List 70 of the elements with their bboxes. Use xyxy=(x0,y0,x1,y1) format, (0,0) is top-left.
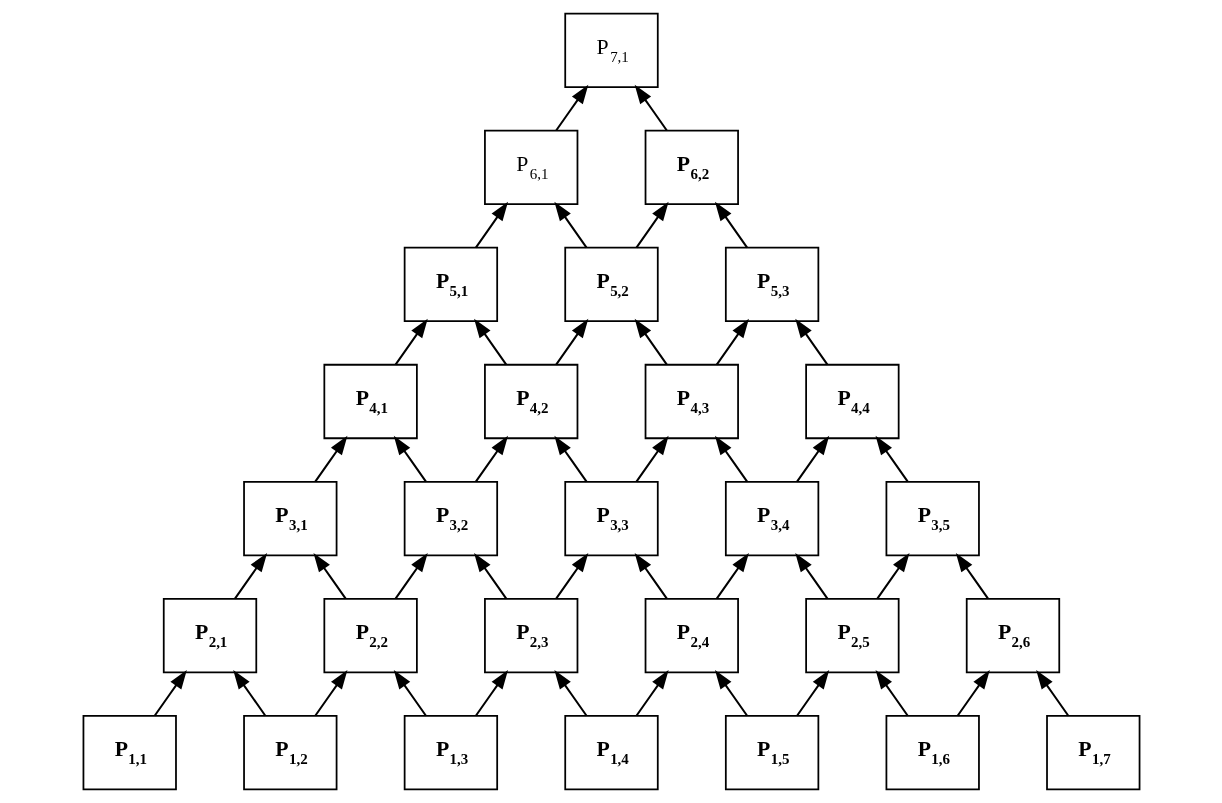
arrow xyxy=(393,669,427,717)
node-box: P$_{5,1}$ xyxy=(403,246,498,323)
arrow xyxy=(1035,669,1069,717)
node-box: P$_{3,2}$ xyxy=(403,480,498,557)
arrow xyxy=(313,669,347,717)
arrow xyxy=(795,669,829,717)
node-box: P$_{2,2}$ xyxy=(322,597,418,674)
node-box: P$_{2,1}$ xyxy=(162,597,257,674)
node-box: P$_{5,3}$ xyxy=(724,246,819,323)
node-box: P$_{1,1}$ xyxy=(82,715,177,791)
arrow xyxy=(634,552,668,600)
arrow xyxy=(554,84,588,132)
arrow xyxy=(714,435,748,483)
arrow xyxy=(714,201,748,249)
arrow xyxy=(876,552,909,600)
node-box: P$_{2,3}$ xyxy=(483,597,578,674)
node-box: P$_{4,4}$ xyxy=(804,363,900,440)
node-box: P$_{3,4}$ xyxy=(724,480,819,557)
arrow xyxy=(553,201,587,249)
arrow xyxy=(553,669,587,717)
arrow xyxy=(474,201,508,249)
arrow xyxy=(313,435,347,483)
arrow xyxy=(554,552,588,600)
node-box: P$_{3,5}$ xyxy=(885,480,980,557)
arrow xyxy=(875,669,909,717)
arrow xyxy=(394,552,428,600)
arrow xyxy=(473,552,507,600)
arrow xyxy=(794,552,828,600)
node-box: P$_{6,1}$ xyxy=(483,129,578,206)
node-box: P$_{3,3}$ xyxy=(563,480,659,557)
arrow xyxy=(795,435,829,483)
arrow xyxy=(715,552,749,600)
arrow xyxy=(635,201,669,249)
node-box: P$_{4,3}$ xyxy=(644,363,739,440)
arrow xyxy=(956,669,990,717)
arrow xyxy=(554,318,588,366)
node-box: P$_{6,2}$ xyxy=(644,129,739,206)
node-box: P$_{4,2}$ xyxy=(483,363,578,440)
arrow xyxy=(715,318,749,366)
arrow xyxy=(473,318,507,366)
arrow xyxy=(474,669,508,717)
arrow xyxy=(233,552,267,600)
node-box: P$_{2,4}$ xyxy=(644,597,739,674)
node-box: P$_{1,6}$ xyxy=(885,715,980,791)
arrow xyxy=(634,318,668,366)
arrow xyxy=(714,669,748,717)
node-box: P$_{1,5}$ xyxy=(724,715,819,791)
arrow xyxy=(635,669,669,717)
arrow xyxy=(635,435,669,483)
node-box: P$_{7,1}$ xyxy=(563,12,659,88)
node-box: P$_{1,2}$ xyxy=(242,715,337,791)
node-box: P$_{5,2}$ xyxy=(563,246,659,323)
node-box: P$_{2,5}$ xyxy=(804,597,900,674)
arrow xyxy=(393,435,427,483)
arrow xyxy=(875,435,909,483)
arrow xyxy=(794,318,828,366)
node-box: P$_{3,1}$ xyxy=(242,480,337,557)
arrow xyxy=(955,552,989,600)
arrow xyxy=(313,552,346,600)
arrow xyxy=(232,669,266,717)
arrow xyxy=(474,435,508,483)
arrow xyxy=(553,435,587,483)
arrow xyxy=(634,84,668,132)
arrow xyxy=(153,669,187,717)
node-box: P$_{4,1}$ xyxy=(322,363,418,440)
node-box: P$_{2,6}$ xyxy=(965,597,1060,674)
node-box: P$_{1,7}$ xyxy=(1045,715,1140,791)
arrow xyxy=(394,318,428,366)
node-box: P$_{1,3}$ xyxy=(403,715,498,791)
node-box: P$_{1,4}$ xyxy=(563,715,659,791)
